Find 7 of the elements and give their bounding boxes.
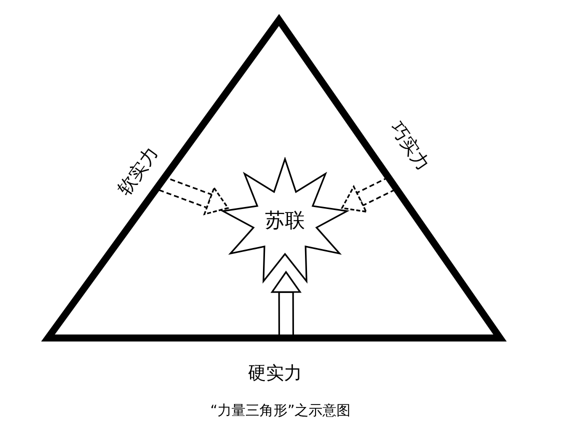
hollow-arrow — [157, 176, 229, 216]
side-label: 硬实力 — [248, 362, 302, 385]
hollow-arrow — [341, 176, 397, 212]
side-label: 软实力 — [113, 142, 164, 200]
caption: “力量三角形”之示意图 — [210, 403, 351, 419]
side-label: 巧实力 — [384, 117, 435, 175]
star-label: 苏联 — [264, 207, 306, 234]
